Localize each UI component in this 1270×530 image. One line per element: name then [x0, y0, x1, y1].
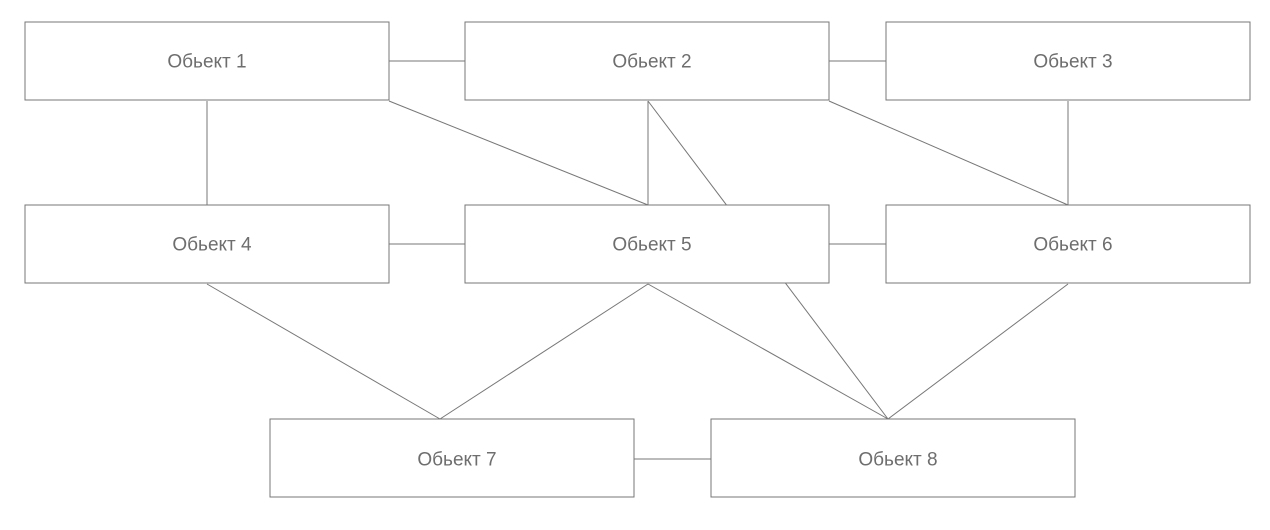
node-object-7[interactable]: Обьект 7: [269, 418, 635, 498]
node-object-1[interactable]: Обьект 1: [24, 21, 390, 101]
edge-n4-n7: [206, 283, 441, 420]
edge-n2-n6: [828, 100, 1069, 206]
node-object-3-label: Обьект 3: [1033, 52, 1112, 73]
node-object-3[interactable]: Обьект 3: [885, 21, 1251, 101]
node-object-5-box: [464, 204, 830, 284]
node-object-1-box: [24, 21, 390, 101]
edge-n5-n8: [647, 283, 889, 420]
node-object-4-box: [24, 204, 390, 284]
node-object-4[interactable]: Обьект 4: [24, 204, 390, 284]
node-object-7-box: [269, 418, 635, 498]
node-object-8-box: [710, 418, 1076, 498]
node-object-2-label: Обьект 2: [612, 52, 691, 73]
node-object-6[interactable]: Обьект 6: [885, 204, 1251, 284]
node-object-8[interactable]: Обьект 8: [710, 418, 1076, 498]
node-object-6-box: [885, 204, 1251, 284]
node-object-7-label: Обьект 7: [417, 450, 496, 471]
edge-n1-n5: [388, 100, 649, 206]
node-object-2[interactable]: Обьект 2: [464, 21, 830, 101]
edge-n6-n8: [887, 283, 1069, 420]
node-object-5[interactable]: Обьект 5: [464, 204, 830, 284]
node-object-2-box: [464, 21, 830, 101]
node-object-5-label: Обьект 5: [612, 235, 691, 256]
nodes-layer: Обьект 1 Обьект 2 Обьект 3 Обьект 4 Обье…: [24, 21, 1251, 498]
node-object-1-label: Обьект 1: [167, 52, 246, 73]
node-object-3-box: [885, 21, 1251, 101]
node-object-6-label: Обьект 6: [1033, 235, 1112, 256]
edge-n5-n7: [439, 283, 649, 420]
edges-layer: [206, 60, 1069, 460]
node-object-4-label: Обьект 4: [172, 235, 252, 256]
node-object-8-label: Обьект 8: [858, 450, 937, 471]
